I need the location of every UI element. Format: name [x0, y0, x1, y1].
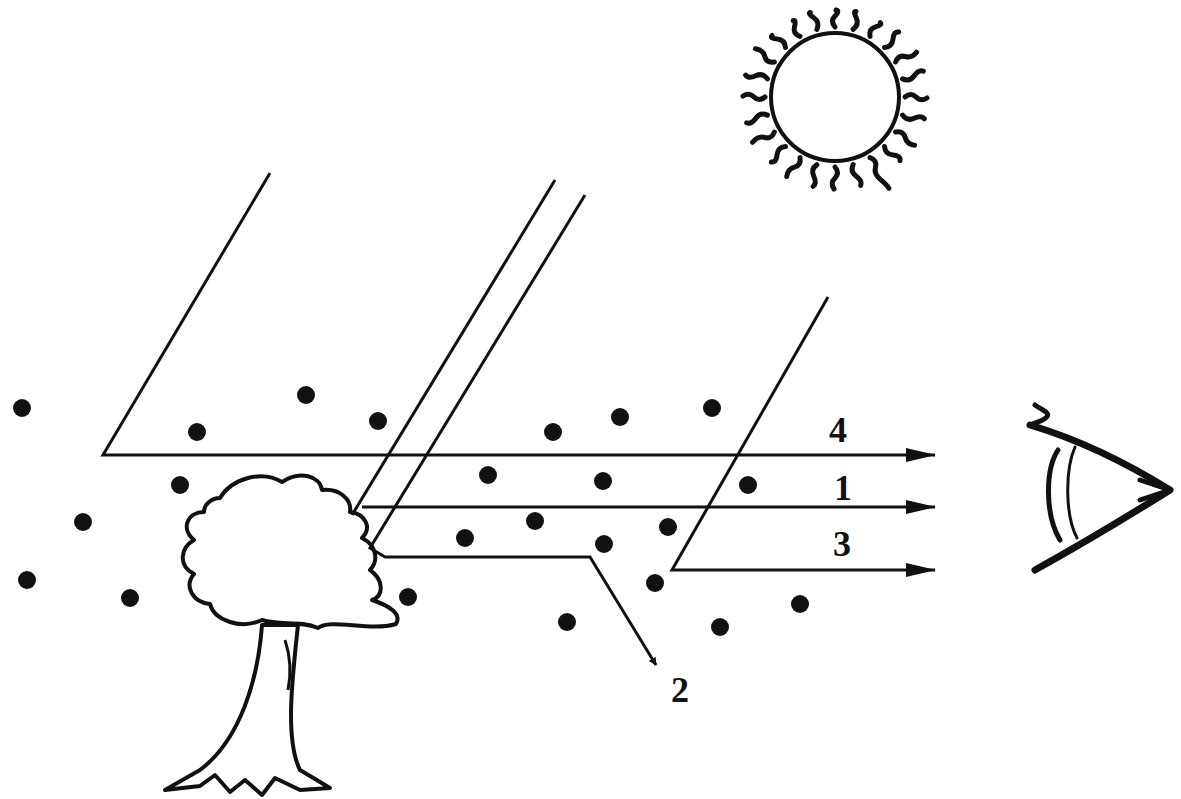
sun [743, 10, 927, 190]
callout-number: 4 [829, 412, 847, 448]
particles [13, 386, 809, 636]
tree [165, 476, 398, 795]
light-rays [103, 173, 935, 665]
callout-number: 1 [834, 470, 852, 506]
callout-number: 2 [671, 672, 689, 708]
callout-number: 3 [833, 526, 851, 562]
eye [1030, 405, 1170, 570]
